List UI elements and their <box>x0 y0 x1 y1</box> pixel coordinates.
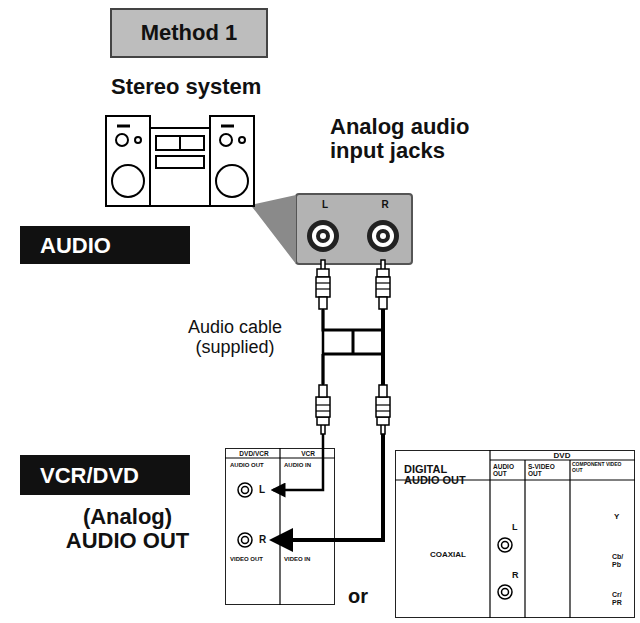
label-text: VCR/DVD <box>40 464 139 488</box>
label-text: VCR <box>282 450 334 457</box>
label-text: VIDEO IN <box>284 556 332 563</box>
label-text: AUDIO OUT <box>230 462 280 469</box>
label-text: R <box>379 199 391 210</box>
label-text: Y <box>614 513 630 522</box>
label-text: L <box>319 199 331 210</box>
label-text: R <box>259 534 268 545</box>
label-text: Cr/ PR <box>612 591 632 606</box>
label-text: DVD/VCR <box>228 450 280 457</box>
label-text: L <box>512 523 522 533</box>
label-text: AUDIO <box>40 234 111 258</box>
jack-panel: Analog audio input jacksLR <box>295 193 413 265</box>
label-text: AUDIO OUT <box>493 463 521 477</box>
label-text: DVD <box>492 452 632 461</box>
label-text: or <box>348 585 378 607</box>
label-text: AUDIO IN <box>284 462 314 469</box>
method-box: Method 1 <box>110 8 268 58</box>
cable-wire <box>273 265 323 490</box>
device-panel: DVD/VCRVCRAUDIO OUT AUDIO IN L R VIDEO OUT VI… <box>225 448 335 605</box>
label-text: Cb/ Pb <box>612 553 632 568</box>
label-text: S-VIDEO OUT <box>528 463 568 477</box>
label-text: R <box>512 571 522 581</box>
label-text: (Analog) AUDIO OUT <box>45 505 210 553</box>
label-text: Stereo system <box>111 75 301 99</box>
label-text: DIGITAL AUDIO OUT <box>404 464 484 486</box>
section-band: VCR/DVD <box>20 455 190 495</box>
cable-wire <box>273 265 383 540</box>
audio-cable <box>273 265 383 540</box>
section-band: AUDIO <box>20 226 190 264</box>
device-panel: DVD DIGITAL AUDIO OUT AUDIO OUT S-VIDEO OUT… <box>395 450 635 618</box>
label-text: Analog audio input jacks <box>330 115 500 163</box>
stereo-system: Stereo system <box>105 115 255 207</box>
label-text: Method 1 <box>112 21 266 45</box>
label-text: COMPONENT VIDEO OUT <box>572 462 632 473</box>
label-text: COAXIAL <box>430 551 490 560</box>
label-text: L <box>259 484 268 495</box>
label-text: VIDEO OUT <box>230 556 280 563</box>
label-text: Audio cable (supplied) <box>165 318 305 358</box>
